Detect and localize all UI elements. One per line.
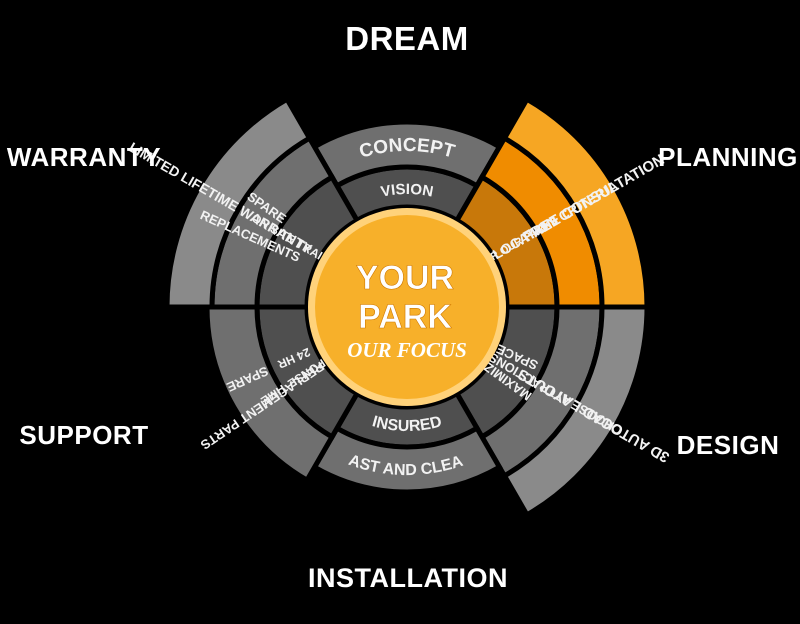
phase-label-planning: PLANNING <box>658 142 798 172</box>
segment-design-outer <box>501 304 650 519</box>
phase-label-design: DESIGN <box>676 430 780 460</box>
center-subtitle: OUR FOCUS <box>347 338 467 362</box>
phase-label-support: SUPPORT <box>19 420 149 450</box>
segments-layer <box>164 95 650 519</box>
center-hub: YOUR PARK OUR FOCUS <box>308 208 506 406</box>
phase-label-warranty: WARRANTY <box>6 142 162 172</box>
phase-label-installation: INSTALLATION <box>308 563 508 593</box>
center-hub-circle <box>315 215 499 399</box>
phase-label-dream: DREAM <box>345 20 469 57</box>
segment-warranty-outer <box>164 95 313 310</box>
center-title-line1: YOUR <box>356 259 454 297</box>
center-title-line2: PARK <box>358 298 452 336</box>
installation-middle-text: INSURED <box>370 413 443 435</box>
dream-middle-text: VISION <box>379 181 434 201</box>
